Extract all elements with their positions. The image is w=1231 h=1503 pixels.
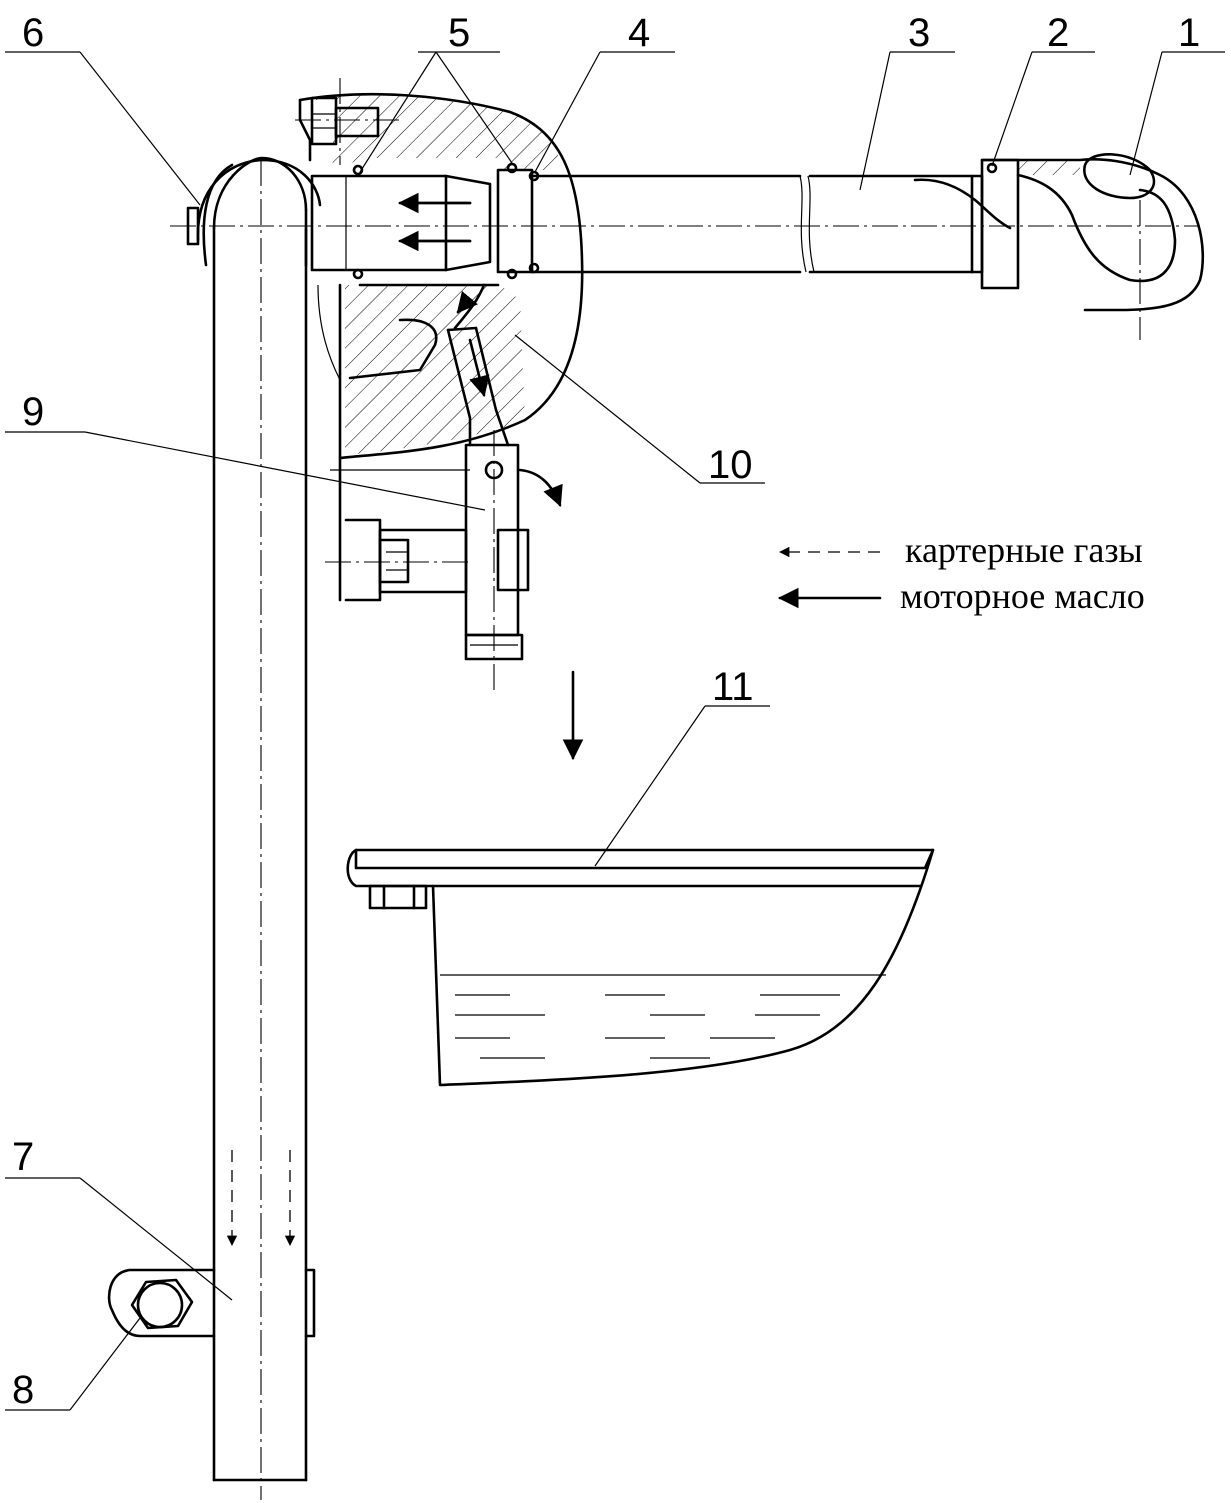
vertical-pipe (212, 160, 308, 1500)
pipe-clamp (107, 1268, 316, 1338)
callout-2: 2 (1047, 11, 1069, 55)
callout-numbers: 1 2 3 4 5 6 7 8 9 10 11 (12, 11, 1200, 1412)
inner-nozzle (310, 164, 492, 280)
pipe-end-fitting (913, 153, 1205, 340)
legend: картерные газы моторное масло (777, 530, 1145, 616)
oil-return-tube (446, 283, 510, 447)
callout-11: 11 (712, 665, 754, 709)
callout-4: 4 (628, 11, 650, 55)
oil-pan (346, 848, 935, 1087)
callout-6: 6 (22, 11, 44, 55)
callout-5: 5 (448, 11, 470, 55)
coupling (496, 162, 540, 280)
separator-housing (298, 92, 584, 602)
callout-8: 8 (12, 1368, 34, 1412)
callout-9: 9 (22, 390, 44, 434)
drain-valve (325, 430, 563, 690)
callout-3: 3 (908, 11, 930, 55)
callout-7: 7 (12, 1135, 34, 1179)
leader-lines (5, 51, 1225, 1411)
callout-10: 10 (708, 443, 753, 487)
legend-oil-label: моторное масло (900, 576, 1145, 616)
callout-1: 1 (1178, 11, 1200, 55)
legend-gases-label: картерные газы (905, 530, 1143, 570)
horizontal-pipe (530, 174, 974, 274)
housing-bolt (295, 78, 400, 165)
